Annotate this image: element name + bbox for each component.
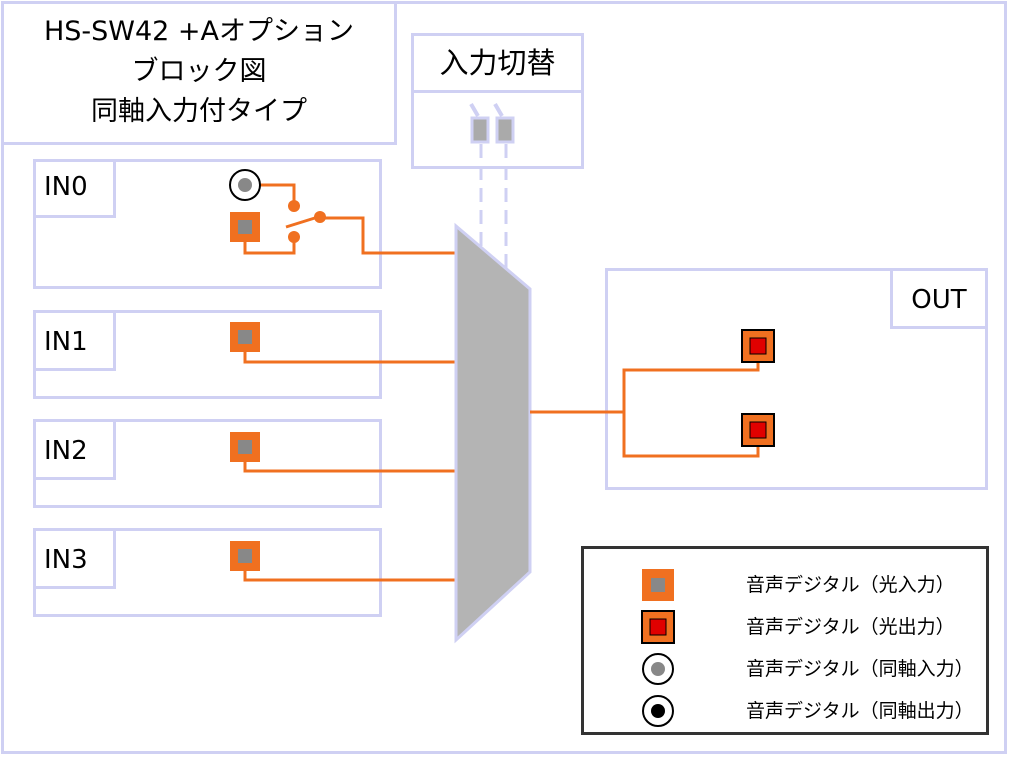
input-label-in2: IN2	[36, 422, 116, 480]
in1-wire	[243, 352, 456, 364]
in0-wiring	[243, 183, 456, 255]
switch-contact-icon	[288, 200, 300, 212]
optical-output-icon	[741, 413, 775, 447]
optical-input-icon	[230, 212, 260, 242]
in3-wire	[243, 570, 456, 582]
optical-input-icon	[230, 541, 260, 571]
input-block-in1: IN1	[33, 310, 382, 399]
legend-item: 音声デジタル（光出力）	[584, 607, 986, 647]
optical-input-icon	[230, 432, 260, 462]
switch-indicator-icon	[469, 102, 515, 144]
output-wiring	[530, 360, 760, 458]
optical-input-icon	[642, 569, 674, 601]
optical-input-icon	[230, 322, 260, 352]
switch-contact-icon	[288, 231, 300, 243]
optical-output-icon	[641, 610, 675, 644]
coaxial-output-icon	[642, 695, 674, 727]
coaxial-input-icon	[229, 169, 261, 201]
legend-label: 音声デジタル（同軸出力）	[746, 700, 974, 722]
legend-label: 音声デジタル（光出力）	[746, 616, 955, 638]
title-line-type: 同軸入力付タイプ	[91, 96, 307, 127]
multiplexer-shape	[454, 222, 532, 644]
title-line-model: HS-SW42 +Aオプション	[43, 16, 355, 47]
output-label: OUT	[890, 271, 985, 329]
legend-item: 音声デジタル（光入力）	[584, 565, 986, 605]
legend-item: 音声デジタル（同軸入力）	[584, 649, 986, 689]
input-switch-label: 入力切替	[414, 36, 581, 93]
input-label-in1: IN1	[36, 313, 116, 371]
input-label-in0: IN0	[36, 162, 116, 218]
title-line-block: ブロック図	[131, 56, 267, 87]
switch-pivot-icon	[314, 211, 326, 223]
output-block: OUT	[605, 268, 988, 490]
input-block-in0: IN0	[33, 159, 382, 289]
coaxial-input-icon	[642, 653, 674, 685]
title-box: HS-SW42 +Aオプション ブロック図 同軸入力付タイプ	[1, 1, 397, 145]
in2-wire	[243, 461, 456, 473]
legend-item: 音声デジタル（同軸出力）	[584, 691, 986, 731]
input-block-in2: IN2	[33, 419, 382, 508]
legend: 音声デジタル（光入力） 音声デジタル（光出力） 音声デジタル（同軸入力） 音声デ…	[581, 546, 989, 735]
input-switch-box: 入力切替	[411, 33, 584, 169]
optical-output-icon	[741, 329, 775, 363]
input-label-in3: IN3	[36, 531, 116, 589]
legend-label: 音声デジタル（光入力）	[746, 574, 955, 596]
input-block-in3: IN3	[33, 528, 382, 617]
legend-label: 音声デジタル（同軸入力）	[746, 658, 974, 680]
